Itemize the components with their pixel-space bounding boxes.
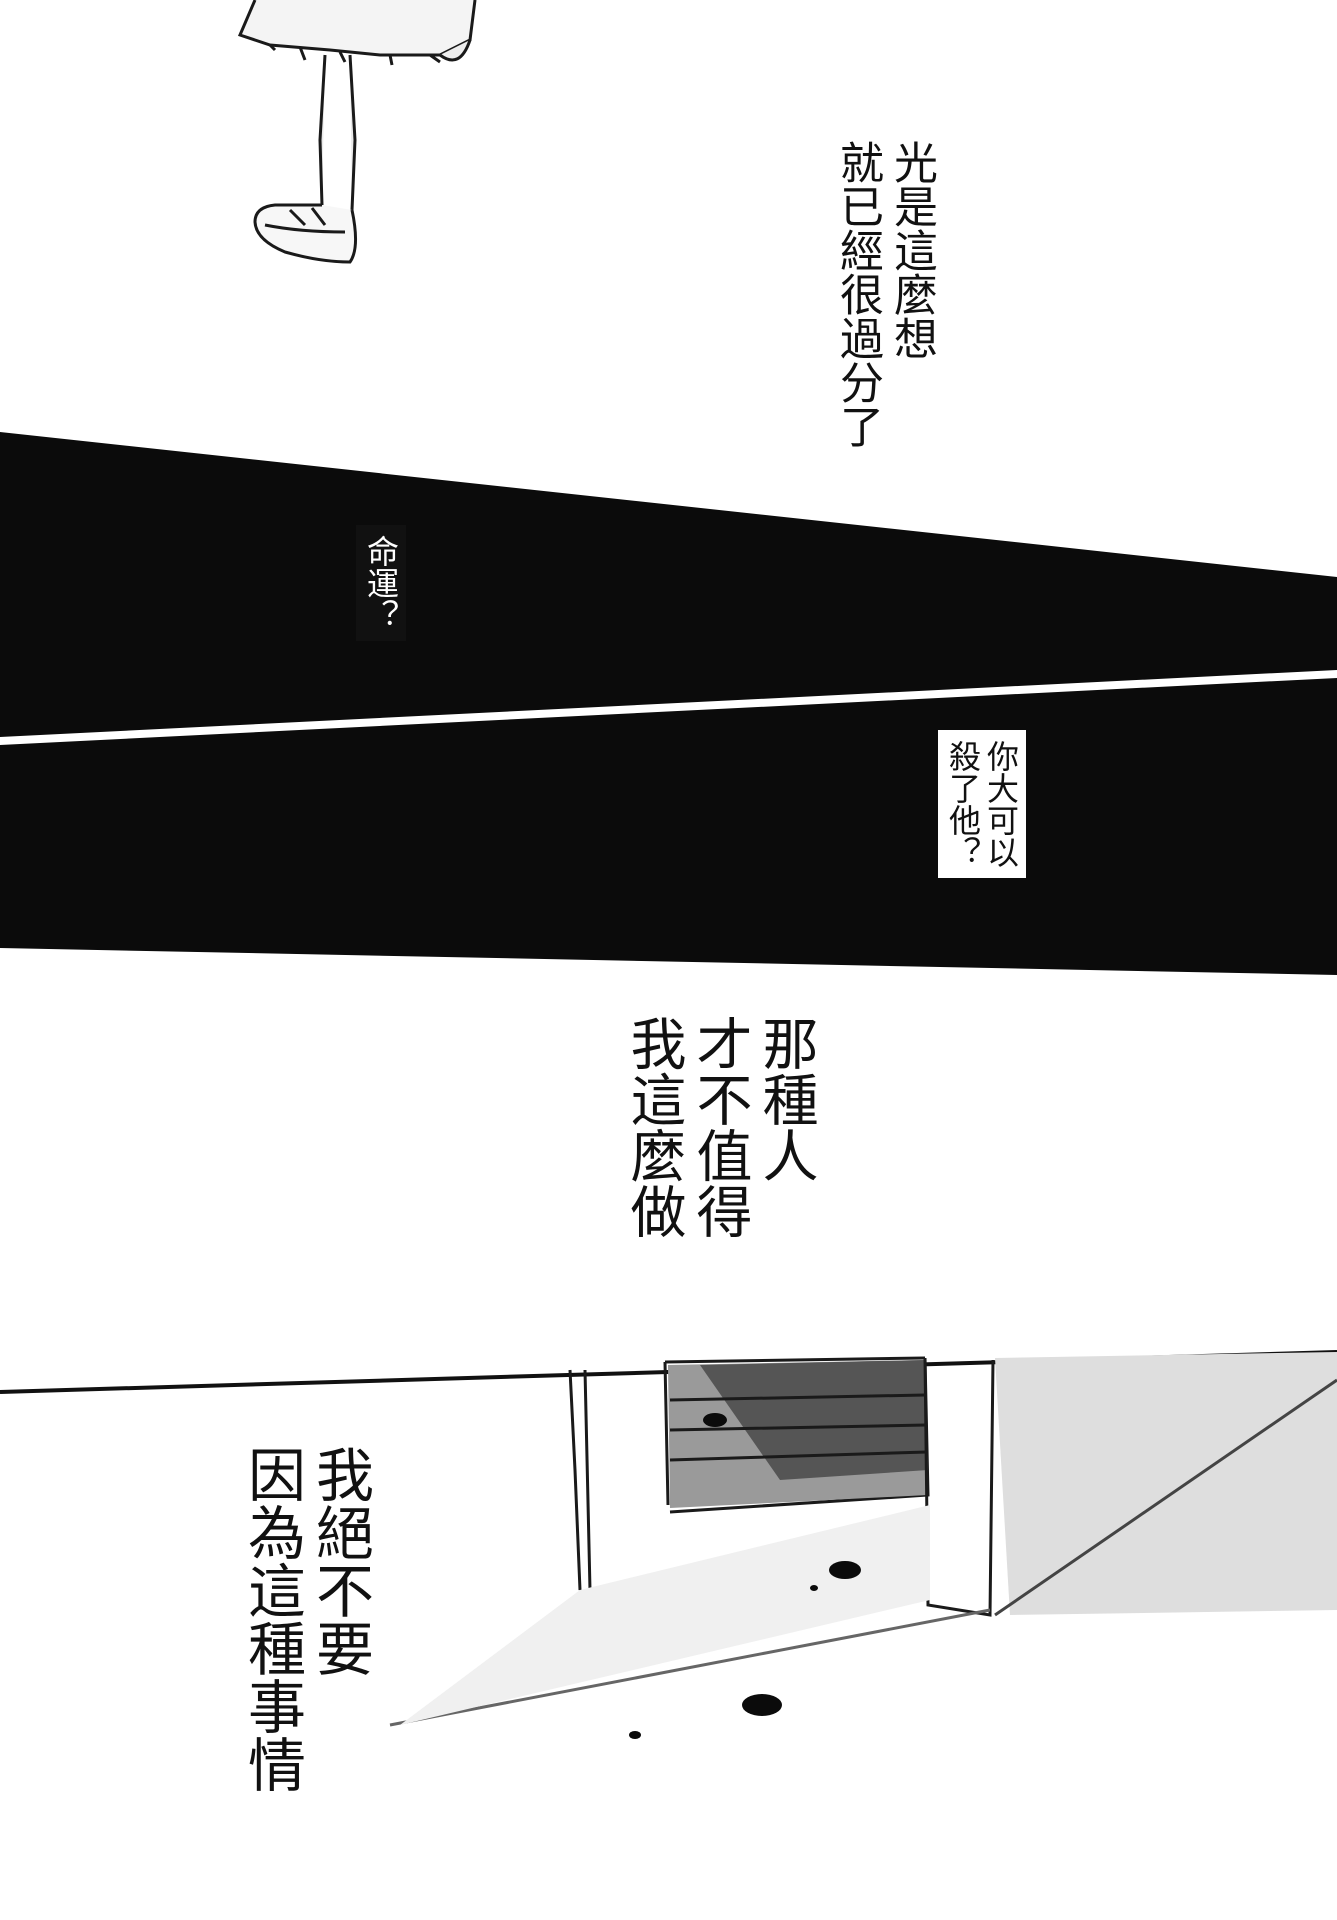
- caption-line: 那種人: [753, 1015, 818, 1183]
- caption-could-kill: 你大可以 殺了他？: [938, 730, 1026, 878]
- black-band-top: [0, 432, 1337, 737]
- caption-line: 就已經很過分了: [832, 140, 883, 448]
- caption-line: 光是這麼想: [886, 140, 937, 360]
- caption-line: 殺了他？: [944, 740, 982, 868]
- caption-never: 我絕不要 因為這種事情: [238, 1445, 374, 1793]
- caption-line: 才不值得: [687, 1015, 752, 1239]
- caption-line: 命運？: [362, 535, 400, 631]
- caption-destiny: 命運？: [356, 525, 406, 641]
- caption-not-worth: 那種人 才不值得 我這麼做: [620, 1015, 818, 1239]
- girl-legs-illustration: [237, 0, 477, 264]
- caption-line: 因為這種事情: [238, 1445, 306, 1793]
- caption-top-right: 光是這麼想 就已經很過分了: [828, 140, 937, 448]
- ink-drops: [629, 1413, 861, 1739]
- caption-line: 我絕不要: [306, 1445, 374, 1677]
- doorway-illustration: [389, 1352, 1337, 1727]
- caption-line: 我這麼做: [621, 1015, 686, 1239]
- caption-line: 你大可以: [982, 740, 1020, 868]
